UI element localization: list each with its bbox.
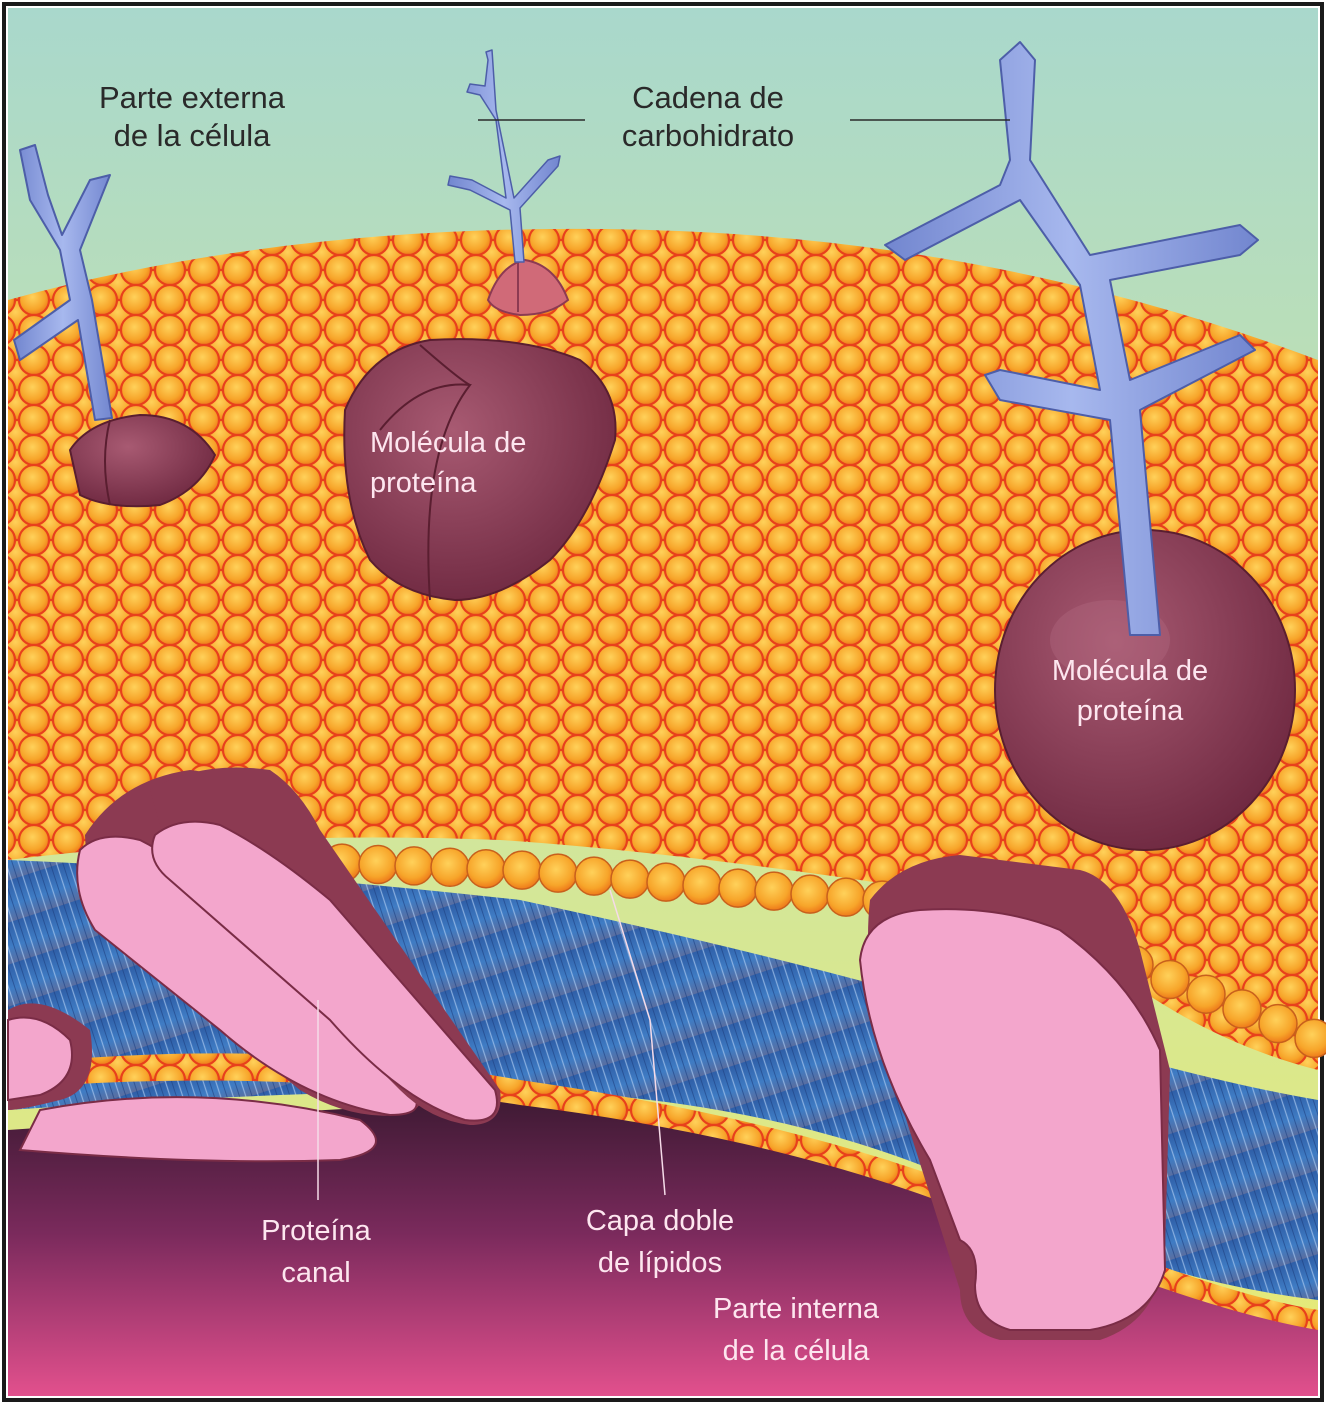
lipid-head <box>431 848 469 886</box>
lipid-head <box>719 869 757 907</box>
lipid-head <box>575 857 613 895</box>
label-inside-cell-line2: de la célula <box>723 1335 871 1367</box>
label-channel-protein-line1: Proteína <box>261 1215 371 1247</box>
label-carbohydrate-line2: carbohidrato <box>622 118 794 153</box>
lipid-head <box>611 860 649 898</box>
lipid-head <box>827 878 865 916</box>
lipid-head <box>395 847 433 885</box>
label-protein-right-line2: proteína <box>1077 695 1184 727</box>
lipid-head <box>1259 1005 1297 1043</box>
lipid-head <box>467 850 505 888</box>
lipid-head <box>755 872 793 910</box>
lipid-head <box>503 851 541 889</box>
label-lipid-bilayer-line2: de lípidos <box>598 1247 722 1279</box>
lipid-head <box>647 863 685 901</box>
lipid-head <box>1223 990 1261 1028</box>
lipid-head <box>791 875 829 913</box>
label-inside-cell-line1: Parte interna <box>713 1293 880 1325</box>
lipid-head <box>539 854 577 892</box>
label-protein-left-line2: proteína <box>370 467 477 499</box>
label-outside-cell-line1: Parte externa <box>99 80 286 115</box>
label-protein-left-line1: Molécula de <box>370 427 526 459</box>
lipid-head <box>359 846 397 884</box>
label-protein-right-line1: Molécula de <box>1052 655 1208 687</box>
label-lipid-bilayer-line1: Capa doble <box>586 1205 734 1237</box>
label-channel-protein-line2: canal <box>281 1257 350 1289</box>
lipid-head <box>1295 1019 1326 1057</box>
label-outside-cell-line2: de la célula <box>114 118 272 153</box>
lipid-head <box>683 866 721 904</box>
lipid-head <box>1151 960 1189 998</box>
label-carbohydrate-line1: Cadena de <box>632 80 784 115</box>
lipid-head <box>1187 975 1225 1013</box>
